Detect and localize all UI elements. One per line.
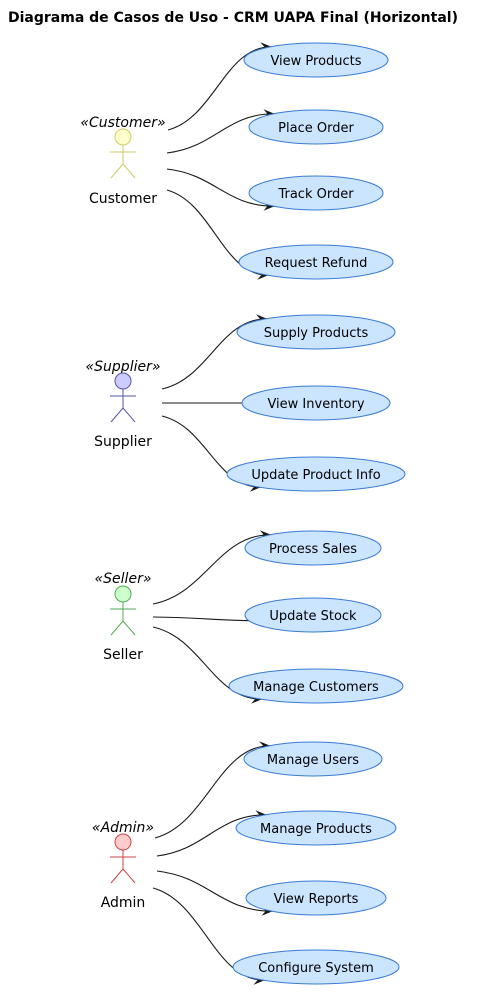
use-case-view-products: View Products bbox=[243, 42, 389, 78]
use-case-track-order: Track Order bbox=[248, 175, 384, 211]
use-case-update-stock-ellipse bbox=[244, 597, 382, 633]
actor-seller-label: Seller bbox=[103, 647, 143, 663]
actor-admin-label: Admin bbox=[101, 895, 146, 911]
use-case-request-refund-label: Request Refund bbox=[265, 256, 368, 271]
association-admin-manage-users bbox=[154, 745, 271, 839]
use-case-view-reports-ellipse bbox=[245, 880, 387, 916]
use-case-manage-users-ellipse bbox=[243, 741, 383, 777]
use-case-view-reports: View Reports bbox=[245, 880, 387, 916]
actor-admin-icon bbox=[110, 833, 136, 884]
actor-supplier-icon bbox=[110, 372, 136, 423]
use-case-update-product-info-label: Update Product Info bbox=[251, 468, 380, 483]
use-case-place-order-ellipse bbox=[248, 109, 384, 145]
use-case-request-refund-ellipse bbox=[238, 244, 394, 280]
associations bbox=[152, 42, 275, 985]
use-case-configure-system: Configure System bbox=[232, 949, 400, 985]
use-case-supply-products: Supply Products bbox=[236, 314, 396, 350]
use-case-view-reports-label: View Reports bbox=[274, 892, 359, 907]
use-case-configure-system-ellipse bbox=[232, 949, 400, 985]
stereotype-customer: «Customer» bbox=[80, 115, 165, 131]
association-seller-process-sales bbox=[152, 534, 271, 605]
use-case-update-stock-label: Update Stock bbox=[269, 609, 357, 624]
association-customer-place-order bbox=[166, 113, 275, 154]
association-admin-manage-products bbox=[156, 814, 267, 857]
use-case-process-sales: Process Sales bbox=[244, 530, 382, 566]
use-case-manage-users: Manage Users bbox=[243, 741, 383, 777]
use-case-request-refund: Request Refund bbox=[238, 244, 394, 280]
use-case-update-stock: Update Stock bbox=[244, 597, 382, 633]
use-case-manage-products-label: Manage Products bbox=[260, 822, 372, 837]
use-case-manage-products-ellipse bbox=[235, 810, 397, 846]
actor-customer-label: Customer bbox=[89, 191, 157, 207]
actor-supplier-label: Supplier bbox=[94, 434, 152, 450]
association-customer-track-order bbox=[166, 168, 275, 207]
use-case-process-sales-label: Process Sales bbox=[269, 542, 357, 557]
actor-seller-icon bbox=[110, 585, 136, 636]
use-case-place-order: Place Order bbox=[248, 109, 384, 145]
association-admin-view-reports bbox=[156, 870, 273, 912]
use-case-place-order-label: Place Order bbox=[278, 121, 354, 136]
actor-customer-icon bbox=[110, 128, 136, 179]
stereotype-seller: «Seller» bbox=[95, 571, 152, 587]
actors: «Customer» Customer «Supplier» Supplier «Sel… bbox=[80, 115, 165, 911]
use-case-view-products-label: View Products bbox=[270, 54, 361, 69]
use-case-update-product-info: Update Product Info bbox=[226, 456, 406, 492]
association-customer-view-products bbox=[167, 46, 272, 131]
stereotype-supplier: «Supplier» bbox=[86, 359, 161, 375]
use-case-update-product-info-ellipse bbox=[226, 456, 406, 492]
use-case-manage-customers-label: Manage Customers bbox=[253, 680, 379, 695]
use-case-process-sales-ellipse bbox=[244, 530, 382, 566]
use-case-manage-customers-ellipse bbox=[228, 668, 404, 704]
use-case-manage-users-label: Manage Users bbox=[267, 753, 359, 768]
use-case-view-products-ellipse bbox=[243, 42, 389, 78]
use-case-configure-system-label: Configure System bbox=[258, 961, 374, 976]
use-case-supply-products-ellipse bbox=[236, 314, 396, 350]
use-case-manage-customers: Manage Customers bbox=[228, 668, 404, 704]
use-case-track-order-label: Track Order bbox=[277, 187, 354, 202]
association-supplier-supply-products bbox=[161, 318, 268, 390]
stereotype-admin: «Admin» bbox=[92, 820, 154, 836]
diagram-title: Diagrama de Casos de Uso - CRM UAPA Fina… bbox=[8, 10, 458, 26]
use-case-view-inventory: View Inventory bbox=[241, 385, 391, 421]
use-case-track-order-ellipse bbox=[248, 175, 384, 211]
use-case-view-inventory-label: View Inventory bbox=[267, 397, 364, 412]
use-case-view-inventory-ellipse bbox=[241, 385, 391, 421]
use-case-supply-products-label: Supply Products bbox=[264, 326, 369, 341]
use-case-manage-products: Manage Products bbox=[235, 810, 397, 846]
